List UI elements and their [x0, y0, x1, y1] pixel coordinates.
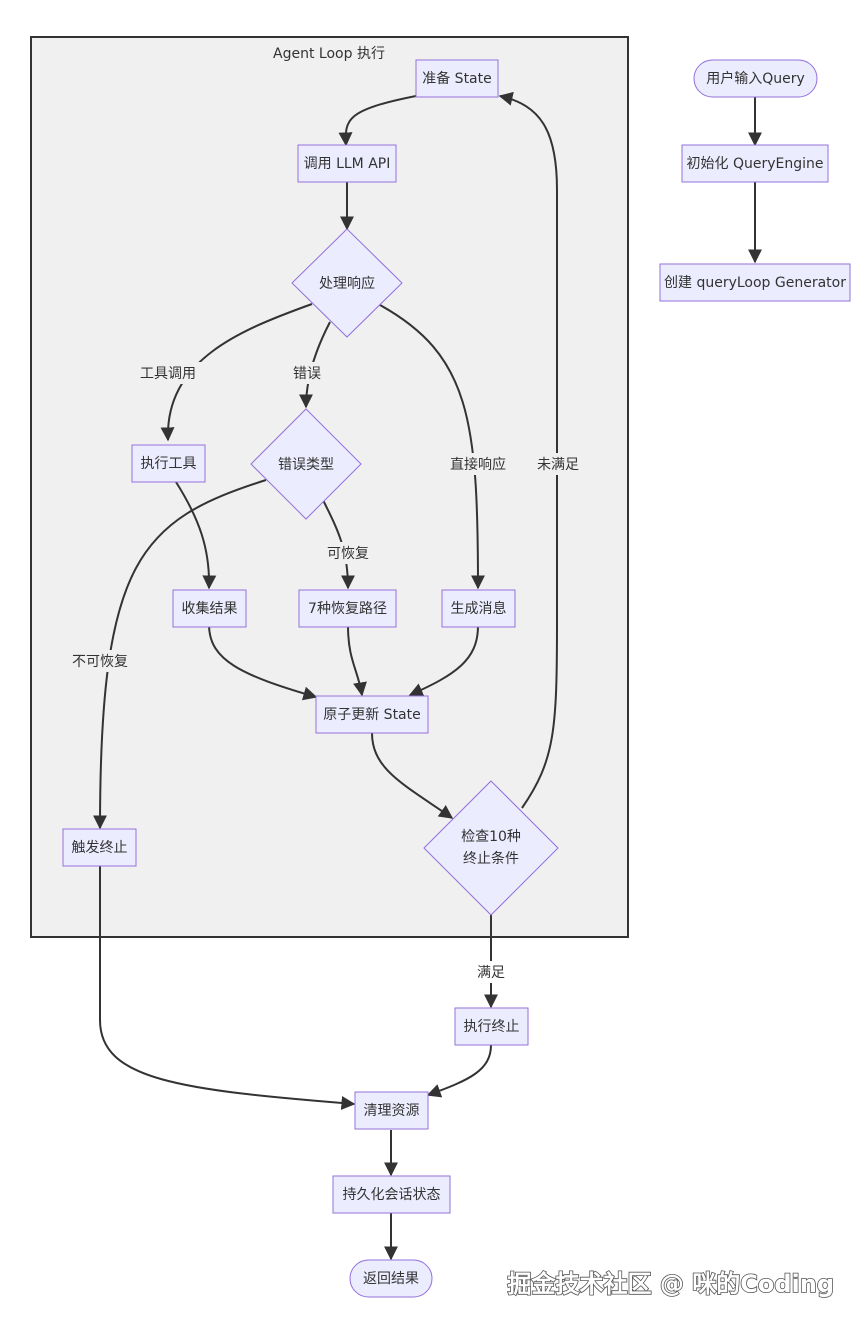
edge-exec-to-cleanup	[426, 1044, 492, 1098]
node-call-llm: 调用 LLM API	[297, 144, 397, 183]
node-atomic-update: 原子更新 State	[315, 695, 429, 734]
edge-error-to-trigger	[93, 479, 267, 830]
svg-text:生成消息: 生成消息	[451, 600, 507, 617]
node-return-result: 返回结果	[349, 1259, 433, 1298]
node-init-engine: 初始化 QueryEngine	[681, 144, 829, 183]
svg-text:创建 queryLoop Generator: 创建 queryLoop Generator	[664, 275, 846, 291]
edge-tool-to-collect	[175, 481, 217, 590]
node-gen-message: 生成消息	[441, 589, 516, 628]
svg-text:触发终止: 触发终止	[72, 840, 128, 856]
edge-recover-to-atomic	[347, 625, 367, 697]
edge-collect-to-atomic	[208, 625, 318, 701]
edge-gen-to-atomic	[408, 625, 479, 697]
node-exec-tool: 执行工具	[131, 444, 206, 483]
edge-error-to-recover	[322, 499, 355, 590]
subgraph-title: Agent Loop 执行	[273, 46, 385, 62]
edge-labels: 工具调用 错误 直接响应 未满足 可恢复 不可恢复 满足	[64, 362, 584, 983]
svg-text:初始化 QueryEngine: 初始化 QueryEngine	[687, 155, 824, 172]
edge-label-recoverable: 可恢复	[327, 545, 369, 562]
svg-text:处理响应: 处理响应	[319, 275, 375, 292]
node-collect-result: 收集结果	[172, 589, 247, 628]
svg-text:执行终止: 执行终止	[464, 1019, 520, 1035]
svg-text:清理资源: 清理资源	[364, 1103, 420, 1119]
edge-trigger-to-cleanup	[99, 866, 356, 1110]
edge-process-to-error	[299, 321, 331, 409]
edge-process-to-gen	[379, 304, 485, 590]
svg-text:原子更新 State: 原子更新 State	[323, 707, 421, 723]
watermark: 掘金技术社区 @ 咪的Coding	[508, 1270, 834, 1298]
svg-text:检查10种: 检查10种	[461, 829, 521, 845]
node-prepare-state: 准备 State	[415, 59, 499, 98]
node-persist-session: 持久化会话状态	[332, 1175, 451, 1214]
edge-atomic-to-check	[371, 732, 454, 819]
edge-check-to-prepare	[498, 91, 558, 809]
svg-text:准备 State: 准备 State	[422, 70, 492, 87]
node-create-generator: 创建 queryLoop Generator	[659, 263, 851, 302]
svg-text:收集结果: 收集结果	[182, 600, 238, 617]
node-recover-paths: 7种恢复路径	[298, 589, 397, 628]
node-check-termination: 检查10种 终止条件	[423, 780, 559, 916]
node-process-response: 处理响应	[291, 228, 403, 338]
svg-text:终止条件: 终止条件	[463, 850, 519, 867]
edge-label-direct: 直接响应	[450, 456, 506, 473]
svg-text:错误类型: 错误类型	[278, 457, 334, 473]
edge-label-not-met: 未满足	[537, 457, 579, 473]
node-cleanup: 清理资源	[354, 1091, 429, 1130]
svg-text:执行工具: 执行工具	[141, 456, 197, 472]
edge-label-tool-call: 工具调用	[140, 366, 196, 382]
node-trigger-termination: 触发终止	[62, 828, 137, 867]
node-error-type: 错误类型	[250, 408, 362, 520]
svg-text:用户输入Query: 用户输入Query	[706, 70, 805, 87]
edge-label-met: 满足	[477, 965, 505, 981]
edge-label-unrecoverable: 不可恢复	[72, 653, 128, 670]
svg-text:返回结果: 返回结果	[363, 1271, 419, 1287]
node-exec-termination: 执行终止	[454, 1007, 529, 1046]
edges	[93, 91, 762, 1261]
edge-prepare-to-llm	[338, 95, 417, 147]
edge-process-to-tool	[160, 303, 313, 442]
svg-text:持久化会话状态: 持久化会话状态	[343, 1187, 441, 1203]
node-user-input: 用户输入Query	[693, 59, 818, 98]
svg-text:7种恢复路径: 7种恢复路径	[308, 600, 387, 617]
edge-label-error: 错误	[293, 366, 321, 382]
svg-text:调用 LLM API: 调用 LLM API	[304, 156, 391, 172]
